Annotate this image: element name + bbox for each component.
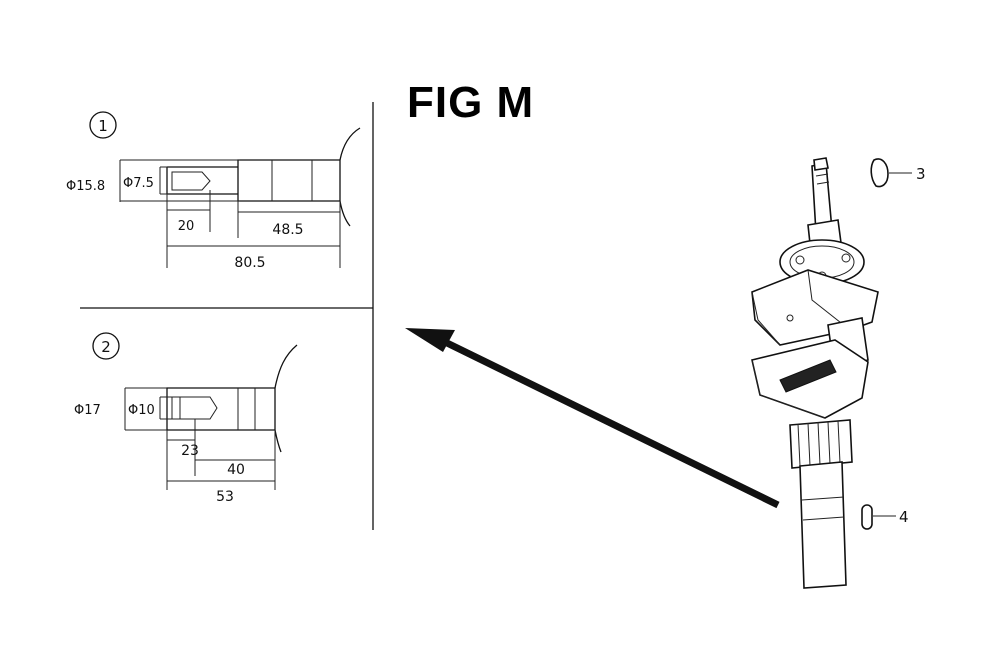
variant-1-short-length: 20: [178, 219, 195, 234]
variant-2-total-length: 53: [216, 489, 234, 505]
variant-1-dimensions: [119, 159, 341, 268]
variant-1-number: 1: [98, 117, 108, 135]
variant-2-short-length: 23: [181, 443, 199, 459]
variant-1-circle: [89, 111, 117, 139]
figure-title: FIG M: [407, 78, 535, 127]
crankshaft-drawing: [751, 157, 912, 589]
variant-2-mid-length: 40: [227, 462, 245, 478]
callout-3: 3: [916, 165, 926, 183]
variant-2-panel: 2: [74, 332, 298, 505]
variant-2-number: 2: [101, 338, 111, 356]
part-4-key: [861, 504, 873, 530]
variant-1-total-length: 80.5: [234, 255, 265, 271]
part-3-key: [870, 158, 889, 188]
variant-1-outer-diameter: Φ15.8: [66, 179, 105, 194]
variant-2-shaft: [166, 344, 298, 453]
variant-1-mid-length: 48.5: [272, 222, 303, 238]
pointer-arrow: [405, 328, 780, 509]
variant-2-circle: [92, 332, 120, 360]
variant-1-shaft: [166, 127, 361, 227]
variant-1-inner-diameter: Φ7.5: [123, 176, 154, 191]
variant-2-outer-diameter: Φ17: [74, 403, 101, 418]
variant-2-inner-diameter: Φ10: [128, 403, 155, 418]
callout-4: 4: [899, 508, 909, 526]
variant-2-dimensions: [124, 387, 276, 490]
variant-1-panel: 1: [66, 111, 361, 271]
